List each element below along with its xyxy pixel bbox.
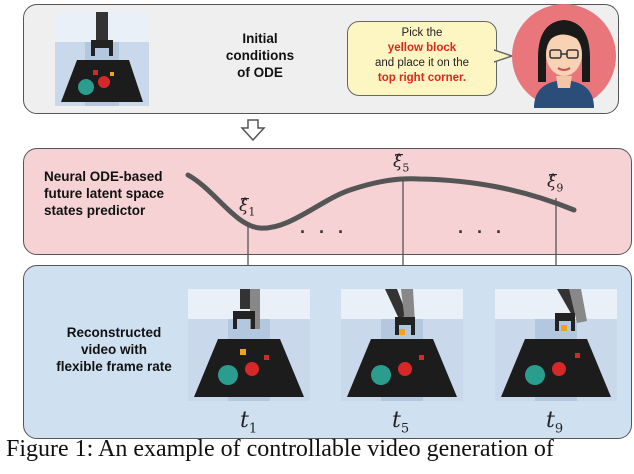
t-1-sub: 1 — [248, 421, 258, 437]
xi-1-symbol: ξ̂ — [239, 196, 249, 216]
frame-t5-image — [341, 289, 463, 401]
xi-label-1: ξ̂1 — [239, 196, 255, 218]
predictor-line3: states predictor — [44, 203, 146, 218]
ellipsis-left: · · · — [300, 222, 348, 242]
frame-t1-image — [188, 289, 310, 401]
xi-9-symbol: ξ̂ — [547, 172, 557, 192]
down-arrow-icon — [240, 119, 266, 142]
initial-conditions-line3: of ODE — [237, 65, 283, 80]
xi-5-sub: 5 — [402, 161, 410, 175]
frame-t9-image — [495, 289, 617, 401]
t-5-sub: 5 — [400, 421, 410, 437]
t-5-symbol: t — [392, 408, 401, 433]
predictor-line2: future latent space — [44, 186, 165, 201]
reconstructed-line1: Reconstructed — [66, 325, 162, 340]
t-label-9: t9 — [546, 408, 563, 436]
figure-caption: Figure 1: An example of controllable vid… — [6, 436, 554, 462]
speech-highlight-object: yellow block — [387, 42, 457, 54]
reconstructed-line2: video with — [80, 342, 147, 357]
speech-tail-icon — [494, 49, 514, 63]
user-avatar — [512, 4, 616, 108]
xi-5-symbol: ξ̂ — [393, 152, 403, 172]
xi-9-sub: 9 — [556, 181, 564, 195]
predictor-line1: Neural ODE-based — [44, 169, 163, 184]
speech-line3: and place it on the — [375, 57, 469, 69]
xi-1-sub: 1 — [248, 205, 256, 219]
t-label-1: t1 — [240, 408, 257, 436]
xi-label-5: ξ̂5 — [393, 152, 409, 174]
speech-highlight-target: top right corner. — [377, 72, 467, 84]
xi-label-9: ξ̂9 — [547, 172, 563, 194]
speech-line1: Pick the — [401, 27, 443, 39]
initial-frame-image — [55, 12, 149, 106]
t-9-sub: 9 — [554, 421, 564, 437]
t-label-5: t5 — [392, 408, 409, 436]
reconstructed-label: Reconstructed video with flexible frame … — [44, 324, 184, 375]
initial-conditions-line1: Initial — [242, 31, 278, 46]
reconstructed-line3: flexible frame rate — [56, 359, 172, 374]
speech-bubble: Pick the yellow block and place it on th… — [347, 21, 497, 96]
t-1-symbol: t — [240, 408, 249, 433]
initial-conditions-line2: conditions — [225, 48, 295, 63]
t-9-symbol: t — [546, 408, 555, 433]
ellipsis-right: · · · — [458, 222, 506, 242]
initial-conditions-label: Initial conditions of ODE — [215, 30, 305, 81]
predictor-label: Neural ODE-based future latent space sta… — [44, 168, 184, 219]
